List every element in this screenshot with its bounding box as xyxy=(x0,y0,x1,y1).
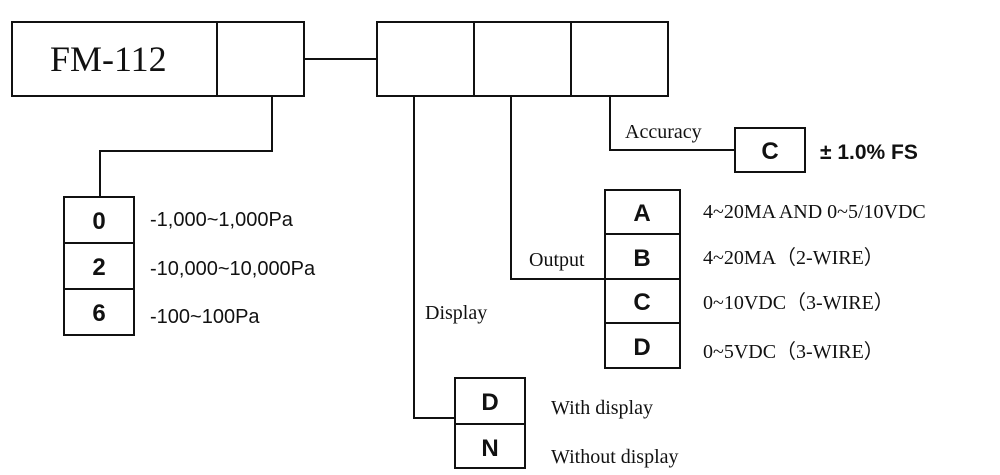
output-label-c: 0~10VDC（3-WIRE） xyxy=(703,291,894,314)
accuracy-label: Accuracy xyxy=(625,121,702,143)
range-code-6: 6 xyxy=(92,300,105,327)
model-name: FM-112 xyxy=(50,39,167,79)
display-label: Display xyxy=(425,302,487,324)
option-slots-box xyxy=(376,21,669,97)
output-label-b: 4~20MA（2-WIRE） xyxy=(703,246,884,269)
accuracy-connector-line xyxy=(609,96,735,151)
range-code-2: 2 xyxy=(92,254,105,281)
output-code-c: C xyxy=(633,289,650,316)
display-code-d: D xyxy=(481,389,498,416)
range-connector-line xyxy=(99,96,273,197)
output-label-a: 4~20MA AND 0~5/10VDC xyxy=(703,201,926,223)
output-label: Output xyxy=(529,249,585,271)
accuracy-options-table: C xyxy=(734,127,806,173)
display-label-n: Without display xyxy=(551,446,679,468)
display-code-n: N xyxy=(481,435,498,462)
display-label-d: With display xyxy=(551,397,653,419)
range-label-0: -1,000~1,000Pa xyxy=(150,209,294,231)
output-code-d: D xyxy=(633,334,650,361)
range-label-2: -10,000~10,000Pa xyxy=(150,258,316,280)
range-code-0: 0 xyxy=(92,208,105,235)
model-box: FM-112 xyxy=(11,21,305,97)
output-code-b: B xyxy=(633,245,650,272)
range-options-table: 0 2 6 xyxy=(63,196,135,336)
accuracy-code-c: C xyxy=(761,138,778,165)
output-code-a: A xyxy=(633,200,650,227)
output-options-table: A B C D xyxy=(604,189,681,369)
range-label-6: -100~100Pa xyxy=(150,306,260,328)
display-options-table: D N xyxy=(454,377,526,469)
output-label-d: 0~5VDC（3-WIRE） xyxy=(703,340,884,363)
accuracy-spec: ± 1.0% FS xyxy=(820,141,918,164)
display-connector-line xyxy=(413,96,455,419)
output-connector-line xyxy=(510,96,605,280)
